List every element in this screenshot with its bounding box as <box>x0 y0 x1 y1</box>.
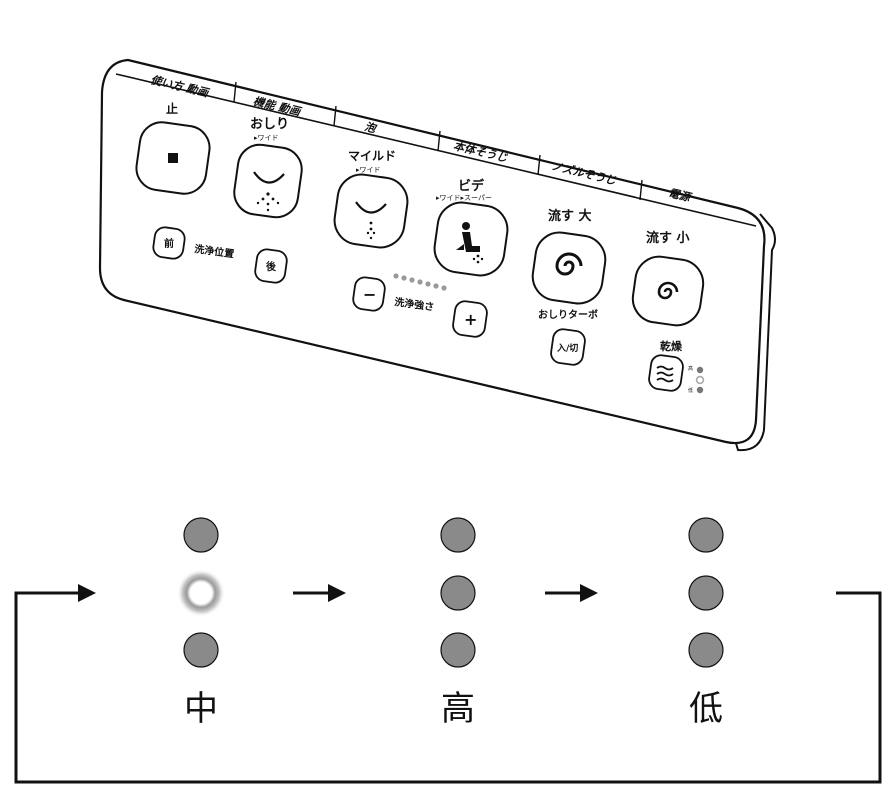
dry-led-high <box>696 366 704 374</box>
state-low: 低 <box>688 517 724 729</box>
flush-large-button[interactable] <box>530 229 609 306</box>
flush-small-button[interactable] <box>630 254 707 329</box>
oshiri-label: おしり <box>250 117 289 132</box>
back-button[interactable] <box>254 248 288 284</box>
led-middle <box>440 575 476 611</box>
flush-large-label: 流す 大 <box>548 208 592 224</box>
led-middle <box>688 575 724 611</box>
flush-small-label: 流す 小 <box>646 230 690 246</box>
state-middle: 中 <box>177 517 225 729</box>
turbo-on-off-label: 入/切 <box>556 343 578 354</box>
led-top <box>183 517 219 553</box>
arrow-right-icon <box>328 584 346 602</box>
flush-small-swirl-icon <box>657 281 679 300</box>
dry-level-high-label: 高 <box>688 365 693 372</box>
stop-label: 止 <box>166 101 178 116</box>
turbo-on-off-button[interactable] <box>550 328 586 366</box>
mild-button[interactable] <box>331 171 410 250</box>
back-label: 後 <box>266 260 277 273</box>
front-button[interactable] <box>152 226 186 260</box>
loop-back-path <box>14 584 882 784</box>
led-top <box>440 517 476 553</box>
strength-minus-button[interactable] <box>352 276 386 312</box>
strength-plus-label: + <box>464 310 477 329</box>
mild-sub-label: ▸ワイド <box>356 166 381 174</box>
state-label-low: 低 <box>689 689 723 729</box>
dry-led-mid-lit <box>695 375 705 385</box>
state-label-high: 高 <box>441 689 475 729</box>
dry-button[interactable] <box>648 354 684 392</box>
arrow-right-icon <box>78 584 96 602</box>
led-middle-core <box>191 583 211 603</box>
state-high: 高 <box>440 517 476 729</box>
label-power: 電源 <box>667 186 693 204</box>
mild-label: マイルド <box>348 149 396 163</box>
arrow-high-to-low <box>545 584 598 602</box>
flush-large-swirl-icon <box>555 252 583 276</box>
stop-square-icon <box>168 153 178 163</box>
dry-level-sequence: 中 高 低 <box>14 517 882 784</box>
state-label-middle: 中 <box>184 689 218 729</box>
oshiri-sub-label: ▸ワイド <box>254 134 279 142</box>
dry-waves-icon <box>656 365 674 383</box>
bidet-sub-label: ▸ワイド▸スーパー <box>436 194 492 202</box>
bidet-label: ビデ <box>458 178 485 194</box>
arrow-middle-to-high <box>293 584 346 602</box>
dry-label: 乾燥 <box>660 339 683 353</box>
led-top <box>688 517 724 553</box>
strength-minus-label: − <box>363 285 376 304</box>
oshiri-turbo-label: おしりターボ <box>538 308 598 321</box>
remote-panel: 使い方 動画 機能 動画 泡 本体そうじ ノズルそうじ 電源 止 おしり ▸ワイ… <box>98 58 776 452</box>
strength-plus-button[interactable] <box>452 300 488 338</box>
mild-wash-icon <box>355 201 387 240</box>
front-label: 前 <box>164 237 174 250</box>
strength-level-dots <box>393 273 447 291</box>
arrow-right-icon <box>580 584 598 602</box>
oshiri-button[interactable] <box>231 142 304 220</box>
oshiri-wash-icon <box>253 171 285 212</box>
led-bottom <box>183 632 219 668</box>
bidet-person-icon <box>456 222 484 264</box>
led-bottom <box>688 632 724 668</box>
dry-level-low-label: 低 <box>688 387 693 394</box>
dry-level-indicator: 高 低 <box>688 365 705 394</box>
dry-led-low <box>696 386 704 394</box>
top-strip-line <box>115 73 757 227</box>
led-bottom <box>440 632 476 668</box>
